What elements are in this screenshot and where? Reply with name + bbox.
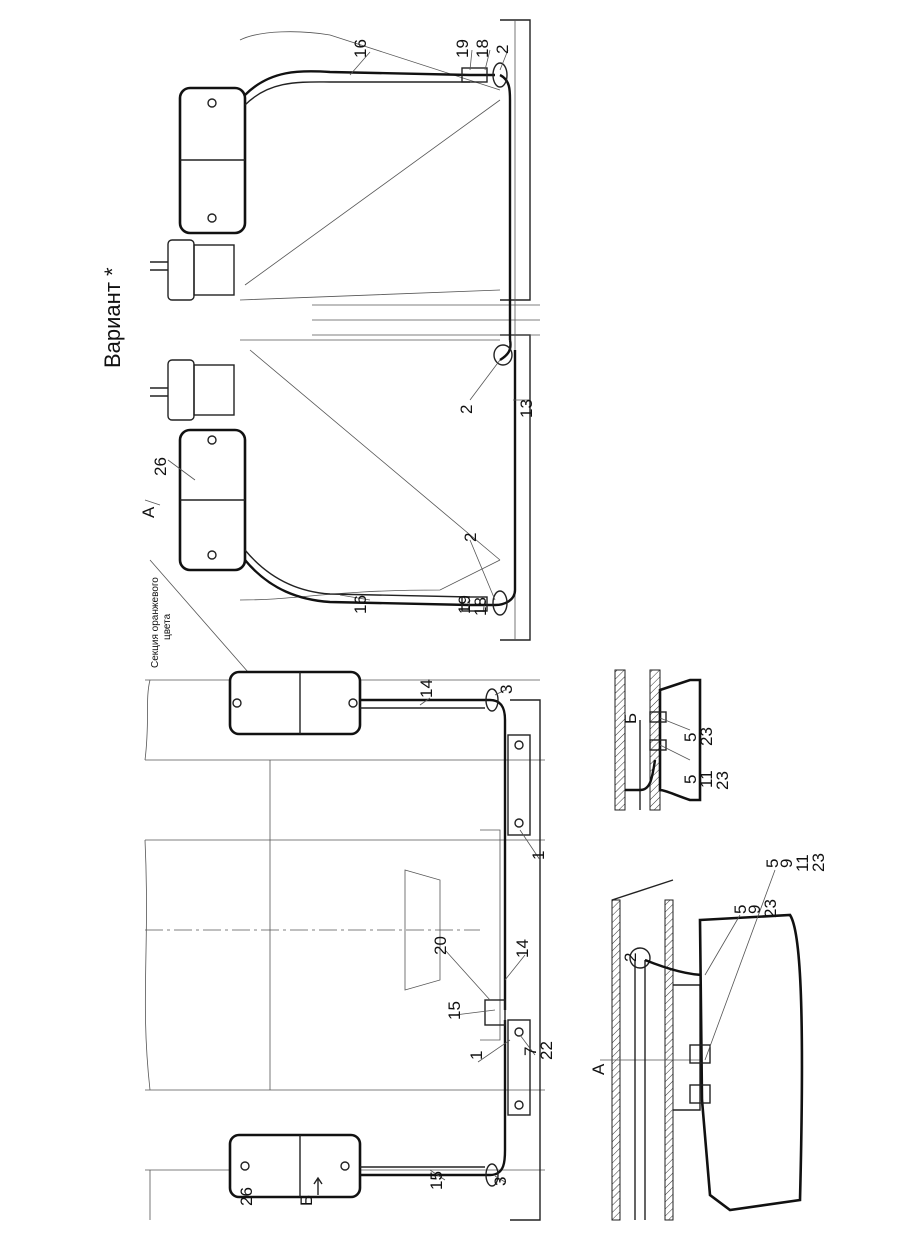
detail-a-callout-2: 2	[621, 953, 640, 962]
callout-15-mid: 15	[445, 1001, 464, 1020]
callout-2-top: 2	[493, 45, 512, 54]
callout-3-low: 3	[491, 1177, 510, 1186]
callout-19-top: 19	[453, 39, 472, 58]
detail-b-callout: 5	[681, 733, 700, 742]
lamp-top	[178, 86, 247, 235]
callout-2-mid: 2	[457, 405, 476, 414]
callout-14-top: 14	[417, 679, 436, 698]
variant-title: Вариант *	[100, 267, 125, 368]
callout-13: 13	[517, 399, 536, 418]
view-b-marker: Б	[297, 1195, 316, 1206]
detail-a-callout: 11	[793, 854, 812, 872]
view-b-arrow	[313, 1176, 323, 1195]
detail-b: Б 5 11 23 5 23	[614, 669, 732, 811]
callout-14-mid: 14	[513, 939, 532, 958]
callout-26-variant: 26	[151, 457, 170, 476]
detail-a-callout: 9	[745, 905, 764, 914]
view-a-marker: A	[139, 506, 158, 518]
callout-7: 7	[521, 1047, 540, 1056]
variant-view: Вариант * 16 19 18 2 2 13 26 A 2 16 19 1…	[100, 19, 540, 681]
note-orange-section-line2: цвета	[162, 613, 173, 640]
lamp-bottom	[178, 428, 247, 572]
callout-1-top: 1	[529, 851, 548, 860]
callout-1-low: 1	[467, 1051, 486, 1060]
callout-16-low: 16	[351, 595, 370, 614]
callout-26-main: 26	[237, 1187, 256, 1206]
detail-a-callout: 5	[731, 905, 750, 914]
callout-3-top: 3	[497, 685, 516, 694]
detail-b-callout: 11	[697, 770, 716, 788]
detail-a-callout: 23	[761, 899, 780, 918]
callout-15-low: 15	[427, 1171, 446, 1190]
detail-b-callout: 23	[697, 727, 716, 746]
callout-19-low: 19	[455, 595, 474, 614]
detail-a-callout: 5	[763, 859, 782, 868]
callout-20: 20	[431, 936, 450, 955]
main-view: 14 3 1 20 14 15 1 7 22 26 Б 15 3	[144, 670, 556, 1221]
callout-22: 22	[537, 1041, 556, 1060]
lamp-main-top	[228, 670, 362, 736]
callout-18-top: 18	[473, 39, 492, 58]
detail-b-title: Б	[621, 713, 640, 724]
lamp-main-bottom	[228, 1133, 362, 1199]
detail-a-title: A	[589, 1063, 608, 1075]
callout-16-top: 16	[351, 39, 370, 58]
detail-a-callout: 9	[777, 859, 796, 868]
detail-b-callout: 23	[713, 771, 732, 790]
detail-a-callout: 23	[809, 853, 828, 872]
callout-2-low: 2	[461, 533, 480, 542]
side-lamps	[150, 239, 235, 421]
note-orange-section-line1: Секция оранжевого	[150, 577, 161, 668]
detail-a: A 2 5 9 23 5 9 11 23	[589, 853, 828, 1221]
callout-18-low: 18	[471, 597, 490, 616]
detail-b-callout: 5	[681, 775, 700, 784]
